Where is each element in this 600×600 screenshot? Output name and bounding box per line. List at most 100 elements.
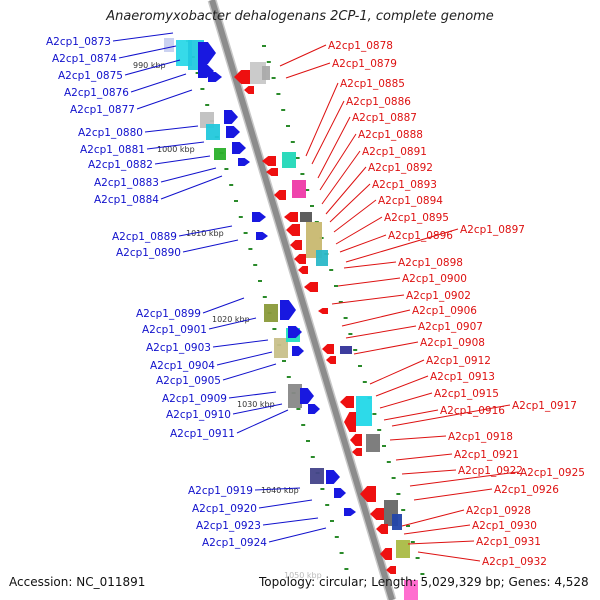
reverse-gene-leader (343, 261, 397, 269)
forward-gene-leader (144, 125, 199, 133)
scale-label: 990 kbp (133, 61, 166, 70)
reverse-gene-arrow (352, 448, 362, 456)
topology-value: circular (318, 575, 364, 589)
forward-gene-label: A2cp1_0873 (46, 36, 111, 48)
tick-mark (262, 45, 266, 47)
forward-gene-arrow (224, 110, 238, 124)
reverse-gene-leader (321, 150, 361, 205)
tick-mark (281, 109, 286, 111)
map-title: Anaeromyxobacter dehalogenans 2CP-1, com… (106, 9, 494, 24)
forward-gene-leader (160, 175, 223, 200)
reverse-gene-leader (379, 392, 433, 409)
forward-gene-arrow (238, 158, 250, 166)
tick-mark (353, 349, 358, 351)
reverse-gene-leader (413, 488, 493, 501)
tick-mark (420, 573, 425, 575)
forward-gene-leader (232, 403, 283, 415)
scale-label: 1020 kbp (212, 315, 250, 324)
tick-mark (253, 264, 258, 266)
reverse-gene-label: A2cp1_0932 (482, 556, 547, 568)
forward-gene-arrow (280, 300, 296, 320)
reverse-gene-block (300, 212, 312, 222)
tick-mark (296, 408, 301, 410)
reverse-gene-leader (369, 359, 425, 385)
reverse-gene-leader (407, 540, 475, 545)
reverse-gene-label: A2cp1_0912 (426, 355, 491, 367)
forward-gene-leader (208, 317, 257, 330)
reverse-gene-leader (353, 341, 419, 355)
forward-gene-label: A2cp1_0880 (78, 127, 143, 139)
tick-mark (348, 333, 353, 335)
forward-gene-leader (254, 487, 301, 491)
forward-gene-label: A2cp1_0923 (196, 520, 261, 532)
genes-label: Genes: (508, 575, 551, 589)
forward-gene-label: A2cp1_0890 (116, 247, 181, 259)
forward-gene-leader (130, 73, 187, 93)
reverse-gene-arrow (350, 434, 362, 446)
tick-mark (330, 520, 334, 522)
tick-mark (386, 461, 391, 463)
forward-gene-arrow (288, 326, 302, 338)
forward-gene-arrow (344, 508, 356, 516)
reverse-gene-label: A2cp1_0887 (352, 112, 417, 124)
reverse-gene-arrow (386, 566, 396, 574)
reverse-gene-label: A2cp1_0930 (472, 520, 537, 532)
forward-gene-label: A2cp1_0889 (112, 231, 177, 243)
forward-gene-leader (154, 155, 211, 165)
forward-gene-leader (268, 527, 327, 543)
reverse-gene-leader (335, 216, 383, 245)
tick-mark (195, 72, 200, 74)
reverse-gene-label: A2cp1_0885 (340, 78, 405, 90)
forward-gene-leader (262, 517, 319, 526)
reverse-gene-arrow (290, 240, 302, 250)
reverse-gene-arrow (340, 396, 354, 408)
tick-mark (358, 365, 362, 367)
reverse-gene-arrow (304, 282, 318, 292)
tick-mark (406, 525, 410, 527)
reverse-gene-block (340, 346, 352, 354)
tick-mark (286, 376, 291, 378)
forward-gene-label: A2cp1_0874 (52, 53, 117, 65)
topology-label: Topology: (259, 575, 316, 589)
tick-mark (310, 205, 314, 207)
scale-label: 1030 kbp (237, 400, 275, 409)
forward-gene-label: A2cp1_0884 (94, 194, 159, 206)
forward-gene-arrow (334, 488, 346, 498)
reverse-gene-label: A2cp1_0916 (440, 405, 505, 417)
tick-mark (238, 216, 243, 218)
reverse-gene-leader (345, 228, 459, 263)
forward-gene-label: A2cp1_0910 (166, 409, 231, 421)
reverse-gene-leader (319, 133, 357, 191)
reverse-gene-label: A2cp1_0900 (402, 273, 467, 285)
reverse-gene-arrow (266, 168, 278, 176)
scale-label: 1000 kbp (157, 145, 195, 154)
reverse-gene-label: A2cp1_0892 (368, 162, 433, 174)
forward-gene-arrow (256, 232, 268, 240)
forward-gene-label: A2cp1_0899 (136, 308, 201, 320)
reverse-gene-leader (279, 44, 327, 67)
forward-gene-block (264, 304, 278, 322)
reverse-gene-block (404, 580, 418, 600)
reverse-gene-label: A2cp1_0902 (406, 290, 471, 302)
tick-mark (415, 557, 420, 559)
forward-gene-arrow (198, 42, 216, 64)
reverse-gene-block (396, 540, 410, 558)
reverse-gene-arrow (274, 190, 286, 200)
reverse-gene-arrow (380, 548, 392, 560)
forward-gene-leader (216, 351, 273, 366)
forward-gene-leader (160, 167, 217, 183)
forward-gene-leader (136, 89, 193, 110)
reverse-gene-arrow (318, 308, 328, 314)
forward-gene-label: A2cp1_0905 (156, 375, 221, 387)
scale-label: 1010 kbp (186, 229, 224, 238)
reverse-gene-label: A2cp1_0895 (384, 212, 449, 224)
forward-gene-block (288, 384, 302, 408)
reverse-gene-label: A2cp1_0906 (412, 305, 477, 317)
forward-gene-leader (182, 239, 239, 253)
reverse-gene-label: A2cp1_0907 (418, 321, 483, 333)
forward-gene-label: A2cp1_0882 (88, 159, 153, 171)
forward-gene-arrow (232, 142, 246, 154)
reverse-gene-leader (341, 309, 411, 327)
forward-gene-leader (236, 409, 289, 434)
